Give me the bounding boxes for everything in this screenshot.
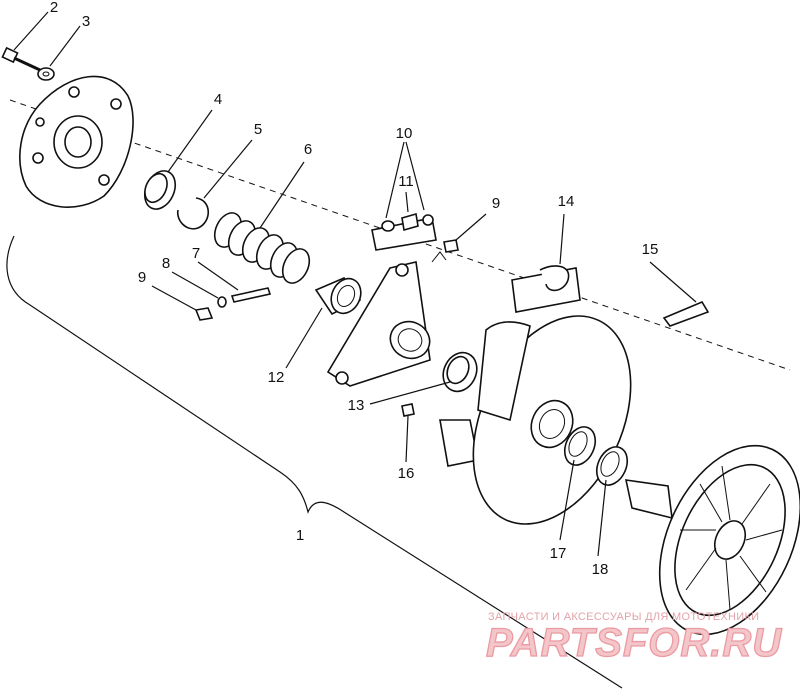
watermark-tagline: ЗАПЧАСТИ И АКСЕССУАРЫ ДЛЯ МОТОТЕХНИКИ <box>488 611 759 623</box>
callout-13: 13 <box>348 397 365 414</box>
callout-16: 16 <box>398 465 415 482</box>
cover-plate-part <box>19 75 134 208</box>
callout-12: 12 <box>268 369 285 386</box>
washer-part <box>37 67 55 81</box>
long-pin-part <box>662 300 710 327</box>
bushing-part-18 <box>595 446 629 486</box>
callout-1: 1 <box>296 527 304 544</box>
watermark-logo: PARTSFOR.RU <box>486 621 782 665</box>
bushing-ring-part <box>143 170 177 210</box>
callout-6: 6 <box>304 141 312 158</box>
callout-17: 17 <box>550 545 567 562</box>
nut-part-upper <box>443 239 459 253</box>
bushing-part-17 <box>563 426 597 466</box>
callout-8: 8 <box>162 255 170 272</box>
ring-part <box>442 351 478 393</box>
callout-11: 11 <box>398 173 414 190</box>
clip-part <box>511 265 581 313</box>
roller-kit-parts <box>371 212 447 263</box>
small-washer-part <box>217 296 227 308</box>
fixed-sheave-part <box>624 444 800 636</box>
leader-lines <box>13 11 697 557</box>
small-nut-part <box>401 403 415 417</box>
snap-ring-part <box>176 197 210 230</box>
callout-10: 10 <box>396 125 413 142</box>
callout-9-upper: 9 <box>492 195 500 212</box>
callout-7: 7 <box>192 245 200 262</box>
assembly-bracket <box>6 235 623 689</box>
callout-9-lower: 9 <box>138 269 146 286</box>
bolt-part <box>1 46 41 72</box>
nut-part-lower <box>194 307 214 321</box>
cam-arm-part <box>326 261 431 387</box>
callout-14: 14 <box>558 193 575 210</box>
callout-15: 15 <box>642 241 659 258</box>
callout-4: 4 <box>214 91 222 108</box>
roller-part <box>314 277 362 316</box>
callout-18: 18 <box>592 561 609 578</box>
spring-part <box>213 212 311 284</box>
callout-2: 2 <box>50 0 58 16</box>
pin-part <box>230 287 272 303</box>
callout-3: 3 <box>82 13 90 30</box>
callout-5: 5 <box>254 121 262 138</box>
movable-sheave-part <box>439 315 632 525</box>
